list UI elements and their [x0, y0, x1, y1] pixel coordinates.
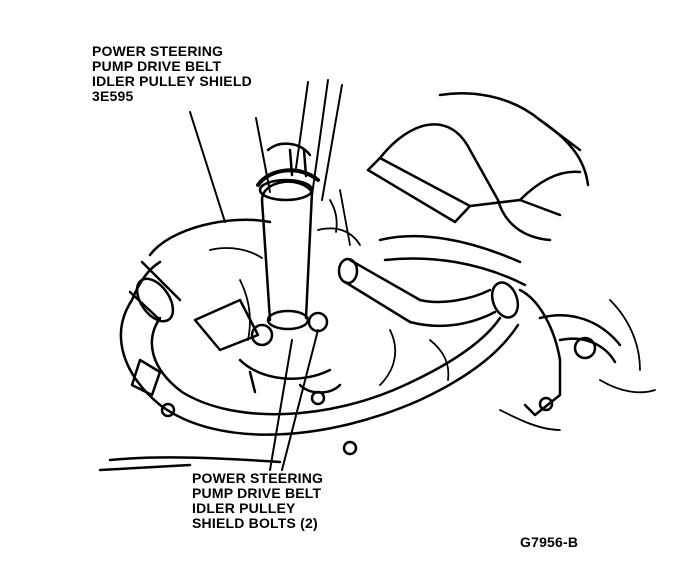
- engine-detail: [209, 189, 656, 431]
- pulley-bracket: [193, 298, 342, 406]
- shield-callout-line-2: PUMP DRIVE BELT: [92, 58, 222, 74]
- bolts-callout-line-1: POWER STEERING: [192, 470, 324, 486]
- figure-id: G7956-B: [520, 534, 579, 550]
- shield-callout-line-1: POWER STEERING: [92, 43, 224, 59]
- intake-manifold: [366, 92, 590, 287]
- left-fasteners: [98, 358, 358, 472]
- shield-callout-line-4: 3E595: [92, 88, 134, 104]
- bolts-callout-line-2: PUMP DRIVE BELT: [192, 485, 322, 501]
- bolts-callout-line-4: SHIELD BOLTS (2): [192, 515, 318, 531]
- shield-callout-label: POWER STEERING PUMP DRIVE BELT IDLER PUL…: [92, 44, 252, 104]
- center-pipe: [337, 257, 520, 328]
- bolts-callout-label: POWER STEERING PUMP DRIVE BELT IDLER PUL…: [192, 471, 323, 531]
- shield-callout-line-3: IDLER PULLEY SHIELD: [92, 73, 252, 89]
- bolts-callout-line-3: IDLER PULLEY: [192, 500, 296, 516]
- idler-pulley-shield: [256, 142, 320, 331]
- leader-lines: [189, 79, 343, 471]
- right-bracket: [518, 288, 622, 417]
- lower-hose: [119, 218, 520, 436]
